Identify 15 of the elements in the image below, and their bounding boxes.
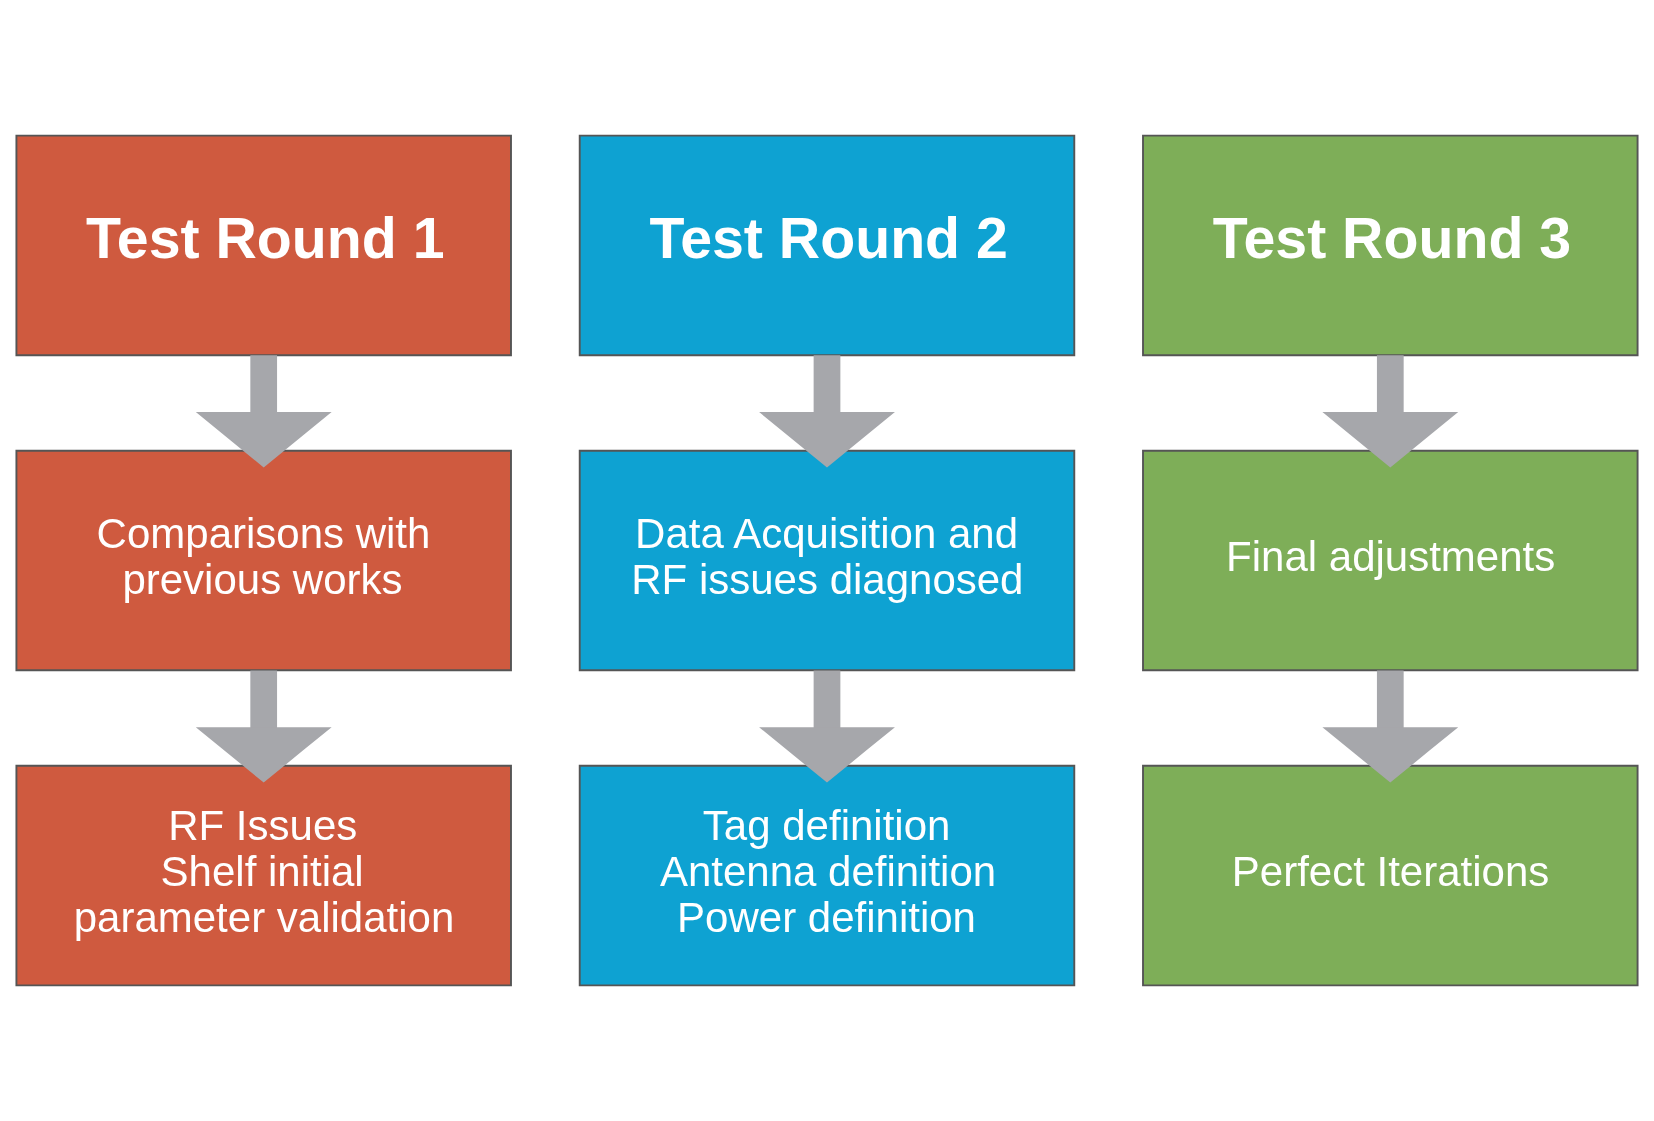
node-box: Test Round 3: [1142, 134, 1639, 357]
node-box: Test Round 2: [578, 134, 1076, 357]
arrow: [1322, 670, 1459, 783]
arrow: [759, 355, 895, 468]
arrow: [759, 670, 895, 783]
node-box: RF Issues Shelf initial parameter validation: [15, 764, 512, 987]
node-box: Comparisons with previous works: [15, 449, 512, 672]
arrow: [195, 670, 332, 783]
node-box: Tag definition Antenna definition Power definition: [578, 764, 1076, 987]
node-box: Test Round 1: [15, 134, 512, 357]
arrow: [1322, 355, 1459, 468]
node-box: Perfect Iterations: [1142, 764, 1639, 987]
node-box: Final adjustments: [1142, 449, 1639, 672]
node-box: Data Acquisition and RF issues diagnosed: [578, 449, 1076, 672]
arrow: [195, 355, 332, 468]
